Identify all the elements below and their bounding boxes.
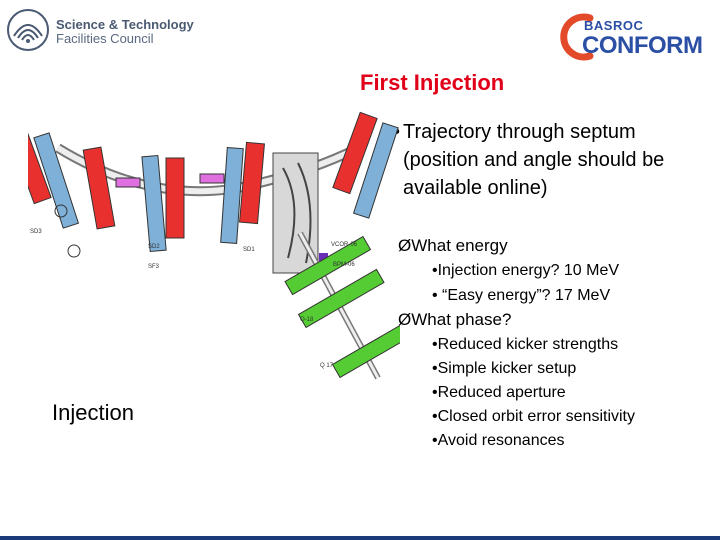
quadrupole-magnet — [141, 154, 167, 253]
dipole-magnet — [239, 141, 265, 225]
footer-rule — [0, 536, 720, 540]
marker-circle — [54, 204, 68, 218]
basroc-conform-logo: BASROC CONFORM — [552, 6, 712, 64]
stfc-line2: Facilities Council — [56, 31, 154, 46]
list-item: •Closed orbit error sensitivity — [432, 408, 635, 425]
injection-lattice-diagram: SD3 SD2 SD1 VCOR-06 BPM-06 Q-18 Q 17 SF3 — [28, 111, 400, 380]
diagram-label: SF3 — [148, 264, 160, 270]
basroc-swoosh-icon — [560, 13, 594, 61]
basroc-text: BASROC — [584, 18, 644, 33]
list-item: •Injection energy? 10 MeV — [432, 262, 620, 279]
section-heading-text: What phase? — [411, 310, 512, 329]
list-item: •Simple kicker setup — [432, 360, 577, 377]
diagram-label: Q 17 — [320, 363, 334, 369]
dipole-magnet — [28, 121, 52, 205]
main-bullet-text: Trajectory through septum (position and … — [403, 121, 665, 199]
injection-quadrupole — [297, 268, 385, 329]
quadrupole-magnet — [33, 132, 80, 229]
quadrupole-magnet — [220, 147, 244, 244]
stfc-line1: Science & Technology — [56, 17, 194, 32]
stfc-logo-text: Science & Technology Facilities Council — [56, 18, 194, 46]
injection-quadrupole — [284, 235, 372, 296]
diagram-label: SD1 — [243, 247, 255, 253]
injection-quadrupole — [331, 318, 400, 379]
diagram-label: Q-18 — [300, 317, 314, 323]
septum-profile — [282, 167, 296, 259]
list-item: •Reduced aperture — [432, 384, 566, 401]
marker-circle — [67, 244, 81, 258]
quadrupole-magnet — [352, 122, 399, 219]
dipole-magnet — [82, 146, 116, 230]
stfc-crest-icon — [7, 9, 49, 51]
dipole-magnet — [165, 157, 185, 239]
section-heading-text: What energy — [411, 236, 508, 255]
sextupole-magnet — [199, 173, 225, 184]
arrow-marker: Ø — [398, 236, 412, 255]
diagram-label: BPM-06 — [333, 262, 355, 268]
list-item: •Reduced kicker strengths — [432, 336, 619, 353]
injection-caption: Injection — [52, 400, 134, 425]
list-item: •Avoid resonances — [432, 432, 565, 449]
main-bullet: • Trajectory through septum (position an… — [393, 118, 713, 202]
corrector-magnet — [319, 253, 328, 261]
arrow-marker: Ø — [398, 310, 412, 329]
list-item: • “Easy energy”? 17 MeV — [432, 287, 611, 304]
dipole-magnet — [332, 111, 378, 195]
diagram-label: SD2 — [148, 244, 160, 250]
stfc-logo: Science & Technology Facilities Council — [6, 8, 196, 54]
section-heading-energy: ØWhat energy — [398, 234, 508, 258]
diagram-label: VCOR-06 — [331, 242, 358, 248]
conform-text: CONFORM — [582, 32, 703, 59]
slide-title: First Injection — [360, 70, 505, 95]
sextupole-magnet — [115, 177, 141, 188]
diagram-label: SD3 — [30, 229, 42, 235]
section-heading-phase: ØWhat phase? — [398, 308, 511, 332]
